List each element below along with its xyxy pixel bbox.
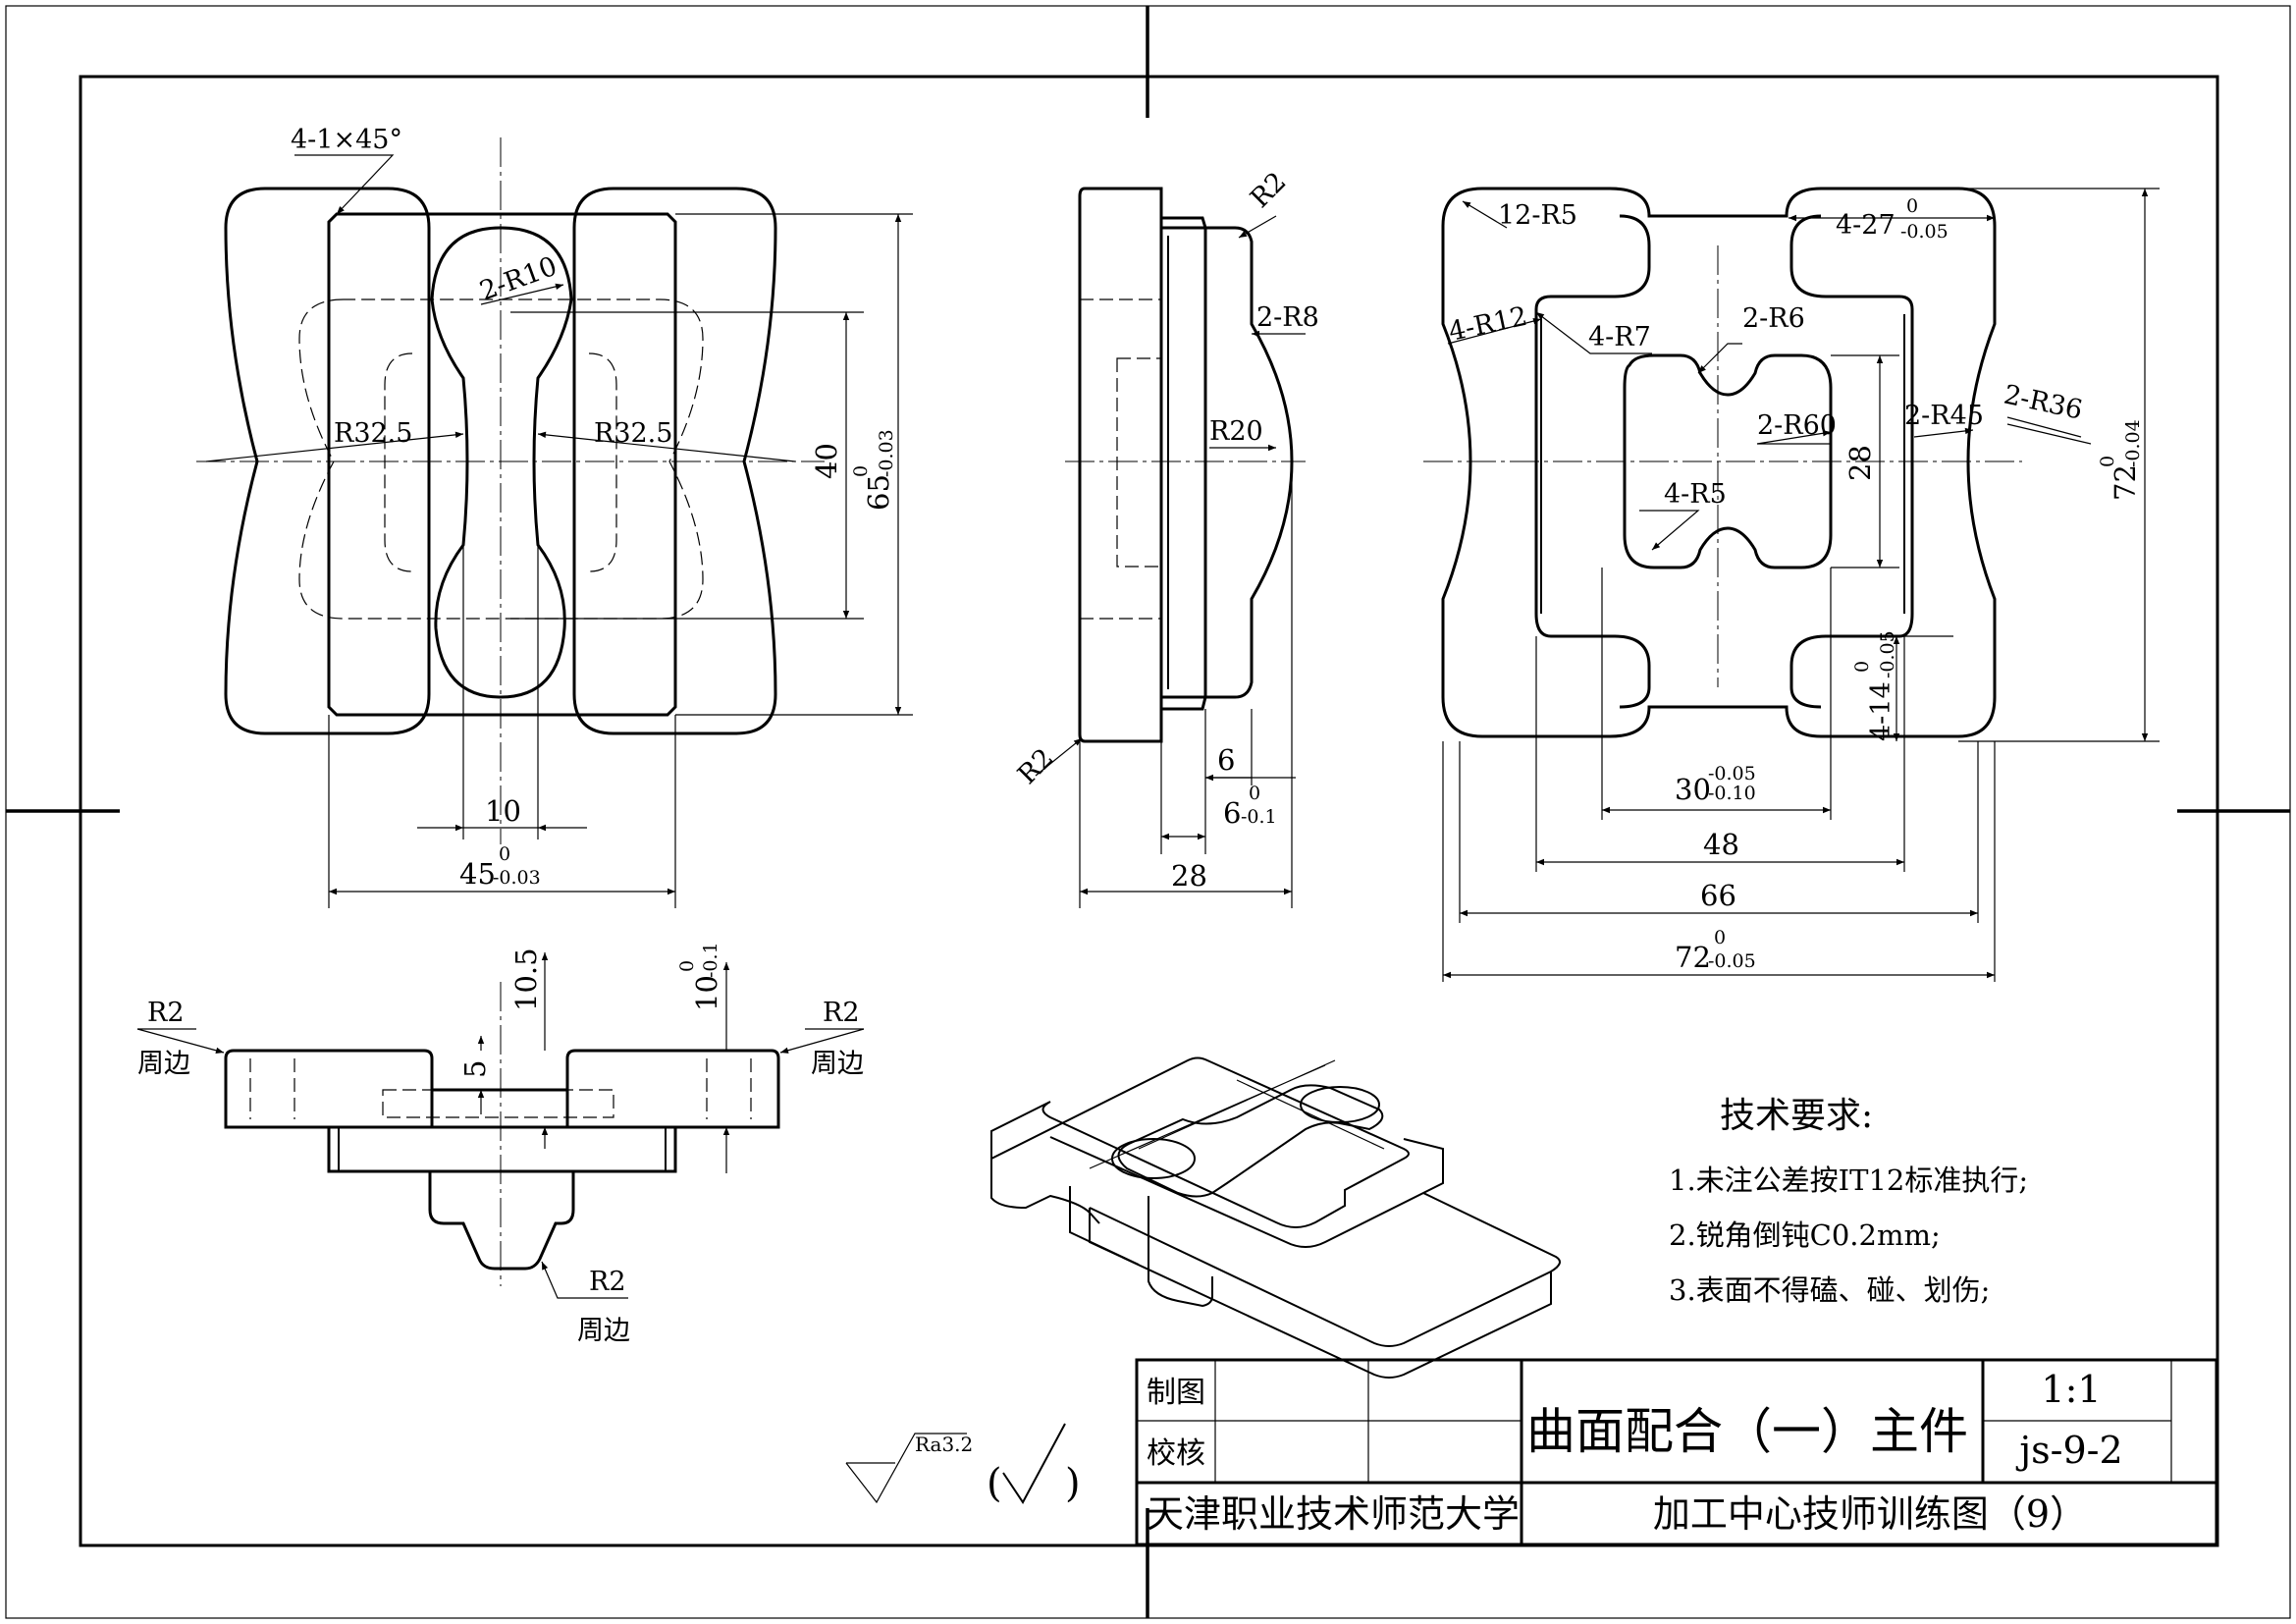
svg-text:-0.03: -0.03 xyxy=(493,867,541,889)
right-view xyxy=(1423,187,2160,982)
school-name: 天津职业技术师范大学 xyxy=(1147,1492,1520,1536)
r60-label: 2-R60 xyxy=(1757,410,1837,441)
svg-text:-0.05: -0.05 xyxy=(1900,221,1949,243)
section-r2-left-label: R2 xyxy=(147,998,185,1028)
paren-close: ) xyxy=(1065,1461,1081,1506)
svg-text:-0.10: -0.10 xyxy=(1708,783,1756,804)
dim-5-label: 5 xyxy=(458,1060,492,1078)
section-edge-left-label: 周边 xyxy=(137,1049,190,1079)
svg-text:0: 0 xyxy=(499,843,510,865)
drawn-by-label: 制图 xyxy=(1147,1376,1205,1410)
side-r2-bottom-label: R2 xyxy=(1012,743,1059,790)
svg-text:45: 45 xyxy=(459,857,496,891)
r45-label: 2-R45 xyxy=(1904,401,1984,431)
section-r2-right-label: R2 xyxy=(823,998,860,1028)
ra-label: Ra3.2 xyxy=(915,1433,973,1456)
svg-text:0: 0 xyxy=(850,465,872,477)
side-dim-28-label: 28 xyxy=(1171,859,1207,893)
r10-label: 2-R10 xyxy=(476,251,561,307)
front-view xyxy=(196,137,913,908)
dim-10-5-label: 10.5 xyxy=(509,947,543,1011)
section-view xyxy=(136,952,865,1299)
dim-72h: 72 -0.05 0 xyxy=(1675,927,1756,974)
r6-label: 2-R6 xyxy=(1742,303,1805,334)
dim-45: 45 -0.03 0 xyxy=(459,843,541,891)
side-view xyxy=(1035,187,1306,908)
dim-4-14: 4-14 -0.05 0 xyxy=(1851,630,1898,741)
side-dim-6-label: 6 xyxy=(1217,743,1235,777)
svg-text:6: 6 xyxy=(1223,796,1241,830)
svg-text:-0.05: -0.05 xyxy=(1708,763,1756,785)
dim-30: 30 -0.10 -0.05 xyxy=(1675,763,1756,806)
tech-item-1: 1.未注公差按IT12标准执行; xyxy=(1669,1164,2028,1197)
side-r2-top-label: R2 xyxy=(1245,167,1292,214)
svg-text:-0.1: -0.1 xyxy=(1241,806,1277,828)
svg-text:0: 0 xyxy=(1906,195,1918,217)
svg-text:10: 10 xyxy=(690,975,723,1011)
svg-text:-0.05: -0.05 xyxy=(1877,630,1898,678)
svg-text:0: 0 xyxy=(1714,927,1726,948)
side-dim-6-tol: 6 -0.1 0 xyxy=(1223,783,1277,830)
r8-label: 2-R8 xyxy=(1256,302,1319,333)
drawing-number: js-9-2 xyxy=(2015,1429,2122,1472)
dim-10-label: 10 xyxy=(485,794,521,828)
part-name: 曲面配合（一）主件 xyxy=(1526,1403,1968,1460)
checked-by-label: 校核 xyxy=(1147,1436,1205,1471)
svg-text:65: 65 xyxy=(862,474,895,511)
dim-48-label: 48 xyxy=(1703,828,1739,861)
tech-item-3: 3.表面不得磕、碰、划伤; xyxy=(1669,1273,1990,1307)
section-edge-bottom-label: 周边 xyxy=(577,1316,630,1346)
r32-left-label: R32.5 xyxy=(334,418,412,449)
r7-label: 4-R7 xyxy=(1588,322,1651,352)
dim-28-label: 28 xyxy=(1843,445,1877,481)
svg-text:-0.03: -0.03 xyxy=(876,429,897,477)
r12-label: 4-R12 xyxy=(1446,301,1530,348)
svg-text:30: 30 xyxy=(1675,773,1711,806)
svg-text:-0.04: -0.04 xyxy=(2122,419,2144,467)
dim-72v: 72 -0.04 0 xyxy=(2097,419,2144,501)
svg-text:0: 0 xyxy=(2097,456,2118,467)
r32-right-label: R32.5 xyxy=(594,418,672,449)
dim-65: 65 -0.03 0 xyxy=(850,429,897,511)
title-block xyxy=(1135,1358,2218,1546)
r20-label: R20 xyxy=(1209,416,1263,447)
svg-text:0: 0 xyxy=(1249,783,1260,804)
svg-text:-0.05: -0.05 xyxy=(1708,950,1756,972)
dim-66-label: 66 xyxy=(1700,879,1736,912)
surface-finish: Ra3.2 ( ) xyxy=(845,1423,1081,1506)
r5b-label: 4-R5 xyxy=(1664,479,1727,510)
svg-text:4-14: 4-14 xyxy=(1866,681,1896,741)
svg-text:0: 0 xyxy=(1851,661,1873,673)
tech-requirements: 技术要求: 1.未注公差按IT12标准执行; 2.锐角倒钝C0.2mm; 3.表… xyxy=(1669,1096,2028,1307)
isometric-view xyxy=(990,1056,1561,1379)
scale-value: 1:1 xyxy=(2041,1368,2101,1411)
chamfer-label: 4-1×45° xyxy=(291,125,402,155)
project-name: 加工中心技师训练图（9） xyxy=(1653,1492,2087,1536)
svg-text:0: 0 xyxy=(676,960,698,972)
svg-text:72: 72 xyxy=(1675,941,1711,974)
r5-label: 12-R5 xyxy=(1498,200,1577,231)
svg-text:-0.1: -0.1 xyxy=(700,942,721,978)
paren-open: ( xyxy=(987,1461,1002,1506)
dim-10-tol: 10 -0.1 0 xyxy=(676,942,723,1011)
tech-item-2: 2.锐角倒钝C0.2mm; xyxy=(1669,1218,1941,1252)
dim-40-label: 40 xyxy=(810,443,843,479)
section-r2-bottom-label: R2 xyxy=(589,1267,626,1297)
dim-4-27: 4-27 -0.05 0 xyxy=(1836,195,1949,243)
section-edge-right-label: 周边 xyxy=(811,1049,864,1079)
svg-text:72: 72 xyxy=(2109,464,2142,501)
svg-text:4-27: 4-27 xyxy=(1836,210,1896,241)
tech-title: 技术要求: xyxy=(1720,1096,1873,1136)
